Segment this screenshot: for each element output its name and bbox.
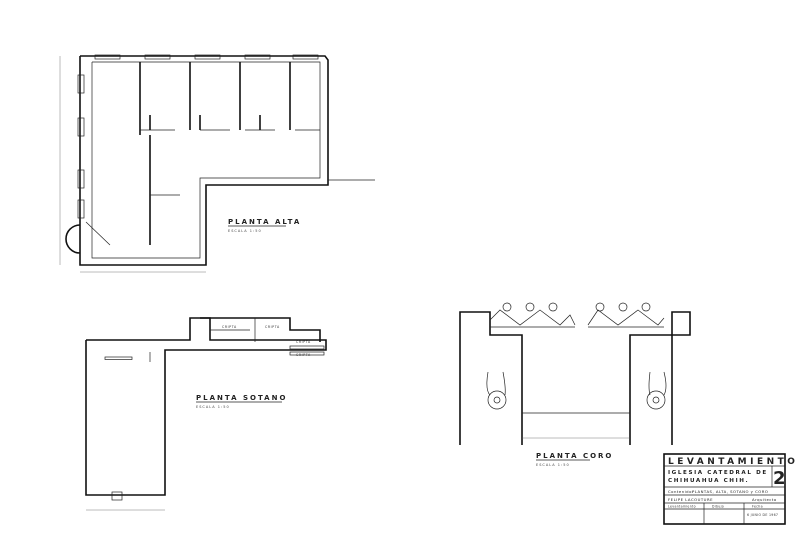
title-block-architect: FELIPE LACOUTURE — [668, 497, 713, 502]
sheet-number: 2 — [773, 468, 786, 489]
coro-spiral-stairs — [486, 371, 667, 410]
planta-alta-windows — [77, 54, 319, 219]
planta-sotano-title: PLANTA SOTANO — [196, 394, 287, 402]
coro-organ-pipes — [502, 302, 651, 312]
planta-coro-title: PLANTA CORO — [536, 452, 613, 460]
title-block-heading: LEVANTAMIENTO — [668, 457, 798, 467]
planta-alta-scale: ESCALA 1:50 — [228, 229, 262, 233]
title-block-project-line2: CHIHUAHUA CHIH. — [668, 478, 749, 484]
title-block-col-date: Fecha — [752, 505, 763, 509]
title-block-project-line1: IGLESIA CATEDRAL DE — [668, 470, 768, 476]
planta-alta-plan: PLANTA ALTA ESCALA 1:50 — [59, 54, 375, 273]
title-block-col-drawing: Dibujo — [712, 505, 724, 509]
sotano-room-label: CRIPTA — [265, 325, 280, 329]
sotano-room-label: CRIPTA — [296, 353, 311, 357]
title-block-date: 6 JUNIO DE 1967 — [747, 513, 778, 517]
planta-sotano-plan: CRIPTA CRIPTA CRIPTA CRIPTA PLANTA SOTAN… — [85, 317, 327, 511]
sotano-room-label: CRIPTA — [296, 340, 311, 344]
planta-coro-plan: PLANTA CORO ESCALA 1:50 — [459, 302, 691, 467]
planta-coro-scale: ESCALA 1:50 — [536, 463, 570, 467]
title-block-col-survey: Levantamiento — [668, 505, 696, 509]
planta-alta-title: PLANTA ALTA — [228, 218, 301, 226]
planta-sotano-scale: ESCALA 1:50 — [196, 405, 230, 409]
title-block: LEVANTAMIENTO IGLESIA CATEDRAL DE CHIHUA… — [663, 453, 798, 525]
planta-alta-bays — [139, 62, 320, 245]
title-block-contents: PLANTAS, ALTA, SOTANO y CORO — [692, 489, 768, 494]
sotano-room-label: CRIPTA — [222, 325, 237, 329]
title-block-contents-prefix: Contenido: — [668, 489, 694, 494]
title-block-architect-title: Arquitecto — [752, 497, 777, 502]
planta-alta-stair — [65, 224, 81, 254]
